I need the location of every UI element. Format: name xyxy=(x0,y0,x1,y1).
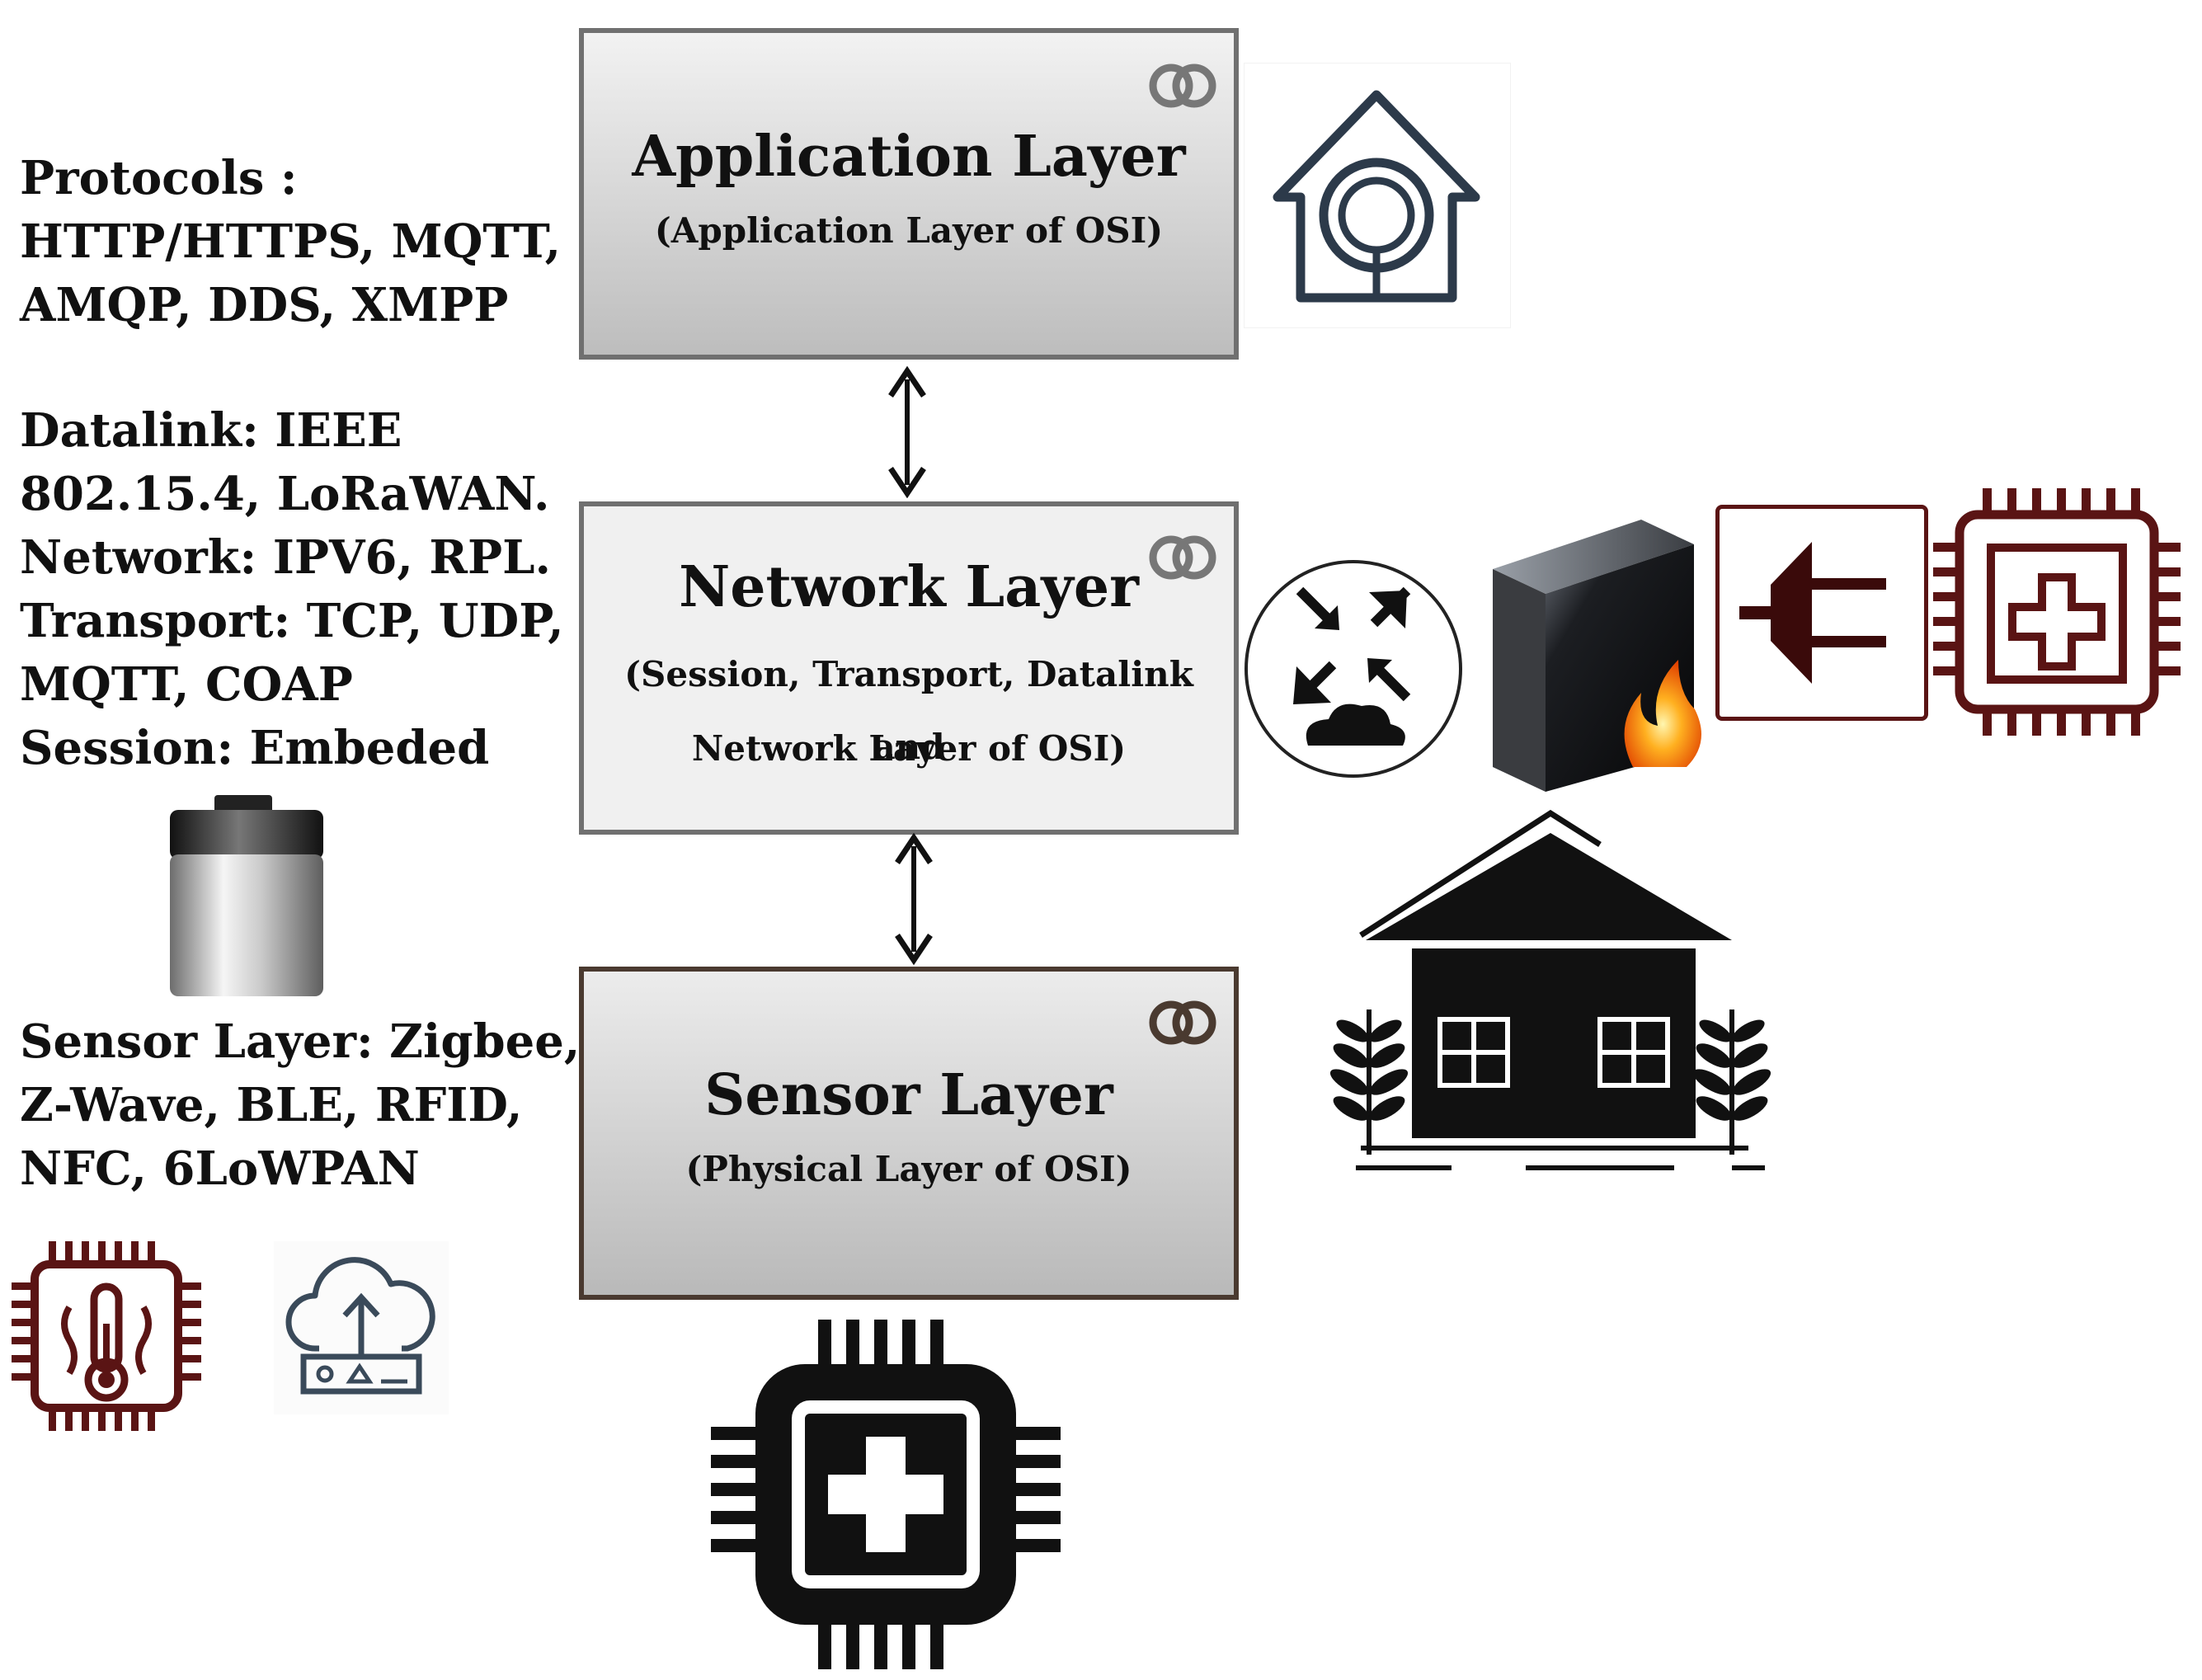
network-line: Network: IPV6, RPL. xyxy=(20,530,551,585)
house-icon xyxy=(1303,808,1814,1196)
battery-icon xyxy=(165,793,330,1000)
bidirectional-arrow xyxy=(882,366,932,498)
network-layer-title: Network Layer xyxy=(679,554,1139,620)
network-layer-subtitle-line2: Network Layer of OSI) xyxy=(691,728,1127,769)
sensor-layer-title: Sensor Layer xyxy=(704,1062,1113,1128)
link-icon xyxy=(1146,533,1219,582)
health-chip-icon xyxy=(711,1320,1061,1669)
network-protocols-text: Datalink: IEEE 802.15.4, LoRaWAN. Networ… xyxy=(20,399,564,780)
firewall-icon xyxy=(1493,511,1715,800)
sensor-protocols-text: Sensor Layer: Zigbee, Z-Wave, BLE, RFID,… xyxy=(20,1010,580,1201)
protocols-line: AMQP, DDS, XMPP xyxy=(20,278,509,332)
link-icon xyxy=(1146,998,1219,1047)
bidirectional-arrow xyxy=(889,833,939,965)
network-line: MQTT, COAP xyxy=(20,657,353,712)
sensor-line: Z-Wave, BLE, RFID, xyxy=(20,1078,523,1132)
sensor-line: NFC, 6LoWPAN xyxy=(20,1141,420,1196)
router-icon xyxy=(1242,558,1465,780)
protocols-line: HTTP/HTTPS, MQTT, xyxy=(20,214,562,269)
cloud-device-icon xyxy=(274,1241,449,1414)
sensor-layer-box: Sensor Layer (Physical Layer of OSI) xyxy=(579,967,1239,1300)
application-layer-title: Application Layer xyxy=(632,124,1186,190)
network-layer-box: Network Layer (Session, Transport, Datal… xyxy=(579,501,1239,835)
network-line: Transport: TCP, UDP, xyxy=(20,594,564,648)
sensor-layer-subtitle: (Physical Layer of OSI) xyxy=(685,1149,1132,1189)
network-layer-subtitle-line1: (Session, Transport, Datalink and xyxy=(624,654,1193,767)
link-icon xyxy=(1146,61,1219,111)
home-assistant-icon xyxy=(1244,63,1511,328)
protocols-text: Protocols : HTTP/HTTPS, MQTT, AMQP, DDS,… xyxy=(20,147,561,337)
network-line: Datalink: IEEE xyxy=(20,403,402,458)
protocols-line: Protocols : xyxy=(20,151,298,205)
application-layer-box: Application Layer (Application Layer of … xyxy=(579,28,1239,360)
network-line: Session: Embeded xyxy=(20,721,490,775)
network-line: 802.15.4, LoRaWAN. xyxy=(20,467,550,521)
temperature-chip-icon xyxy=(12,1241,201,1431)
medical-chip-icon xyxy=(1933,488,2181,736)
application-layer-subtitle: (Application Layer of OSI) xyxy=(654,210,1164,251)
sensor-line: Sensor Layer: Zigbee, xyxy=(20,1014,581,1069)
plug-icon xyxy=(1715,505,1928,721)
